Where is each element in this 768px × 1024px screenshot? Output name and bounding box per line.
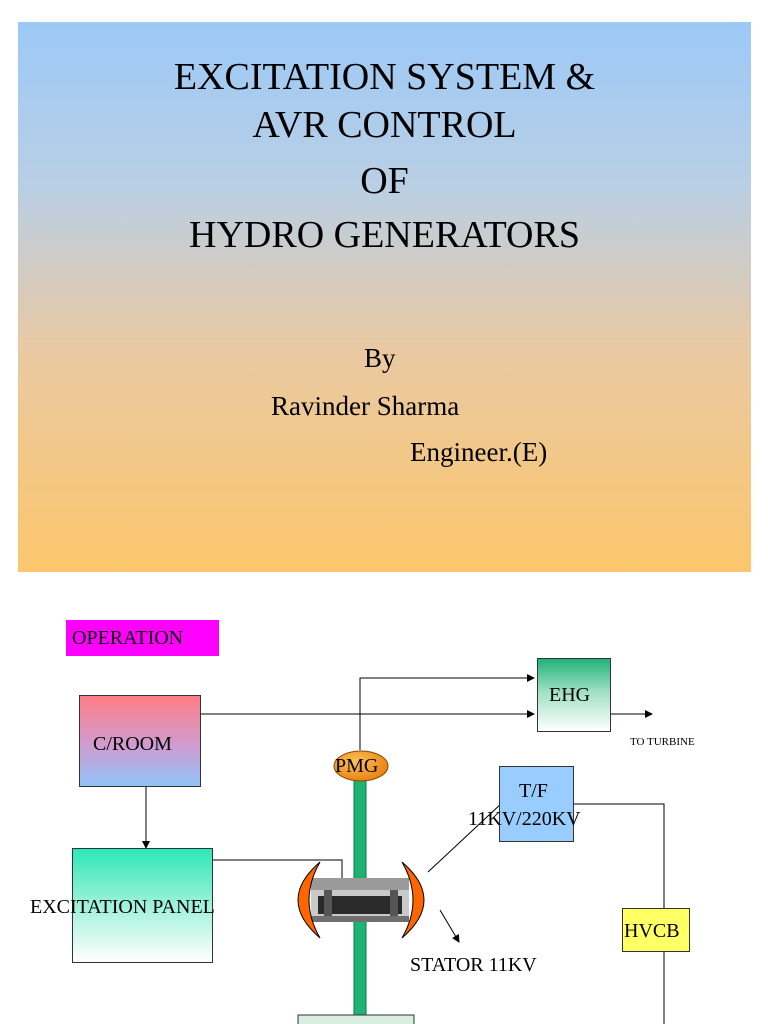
stator-label: STATOR 11KV <box>410 954 537 976</box>
operation-label: OPERATION <box>72 627 184 649</box>
stator-pointer-line <box>439 909 460 943</box>
excitation-panel-label: EXCITATION PANEL <box>30 896 215 918</box>
title-line-3: OF <box>360 160 409 202</box>
ehg-box: EHG <box>537 658 611 732</box>
pmg-to-ehg-line <box>359 674 535 750</box>
operation-diagram-slide: OPERATION C/ROOM EHG TO TURBINE PMG T/F … <box>0 590 768 1024</box>
connection-lines <box>142 674 665 1024</box>
title-line-4: HYDRO GENERATORS <box>189 214 580 256</box>
pmg-ellipse <box>333 750 389 782</box>
stator-left-arc <box>297 861 321 939</box>
transformer-rating-label: 11KV/220KV <box>468 808 581 830</box>
to-turbine-label: TO TURBINE <box>630 736 695 748</box>
by-label: By <box>364 343 396 373</box>
control-room-box: C/ROOM <box>79 695 201 787</box>
control-room-label: C/ROOM <box>93 733 172 755</box>
operation-label-box: OPERATION <box>66 620 219 656</box>
rotor-image <box>311 878 409 922</box>
bottom-exciter-box <box>297 1014 415 1024</box>
stator-to-tf-line <box>427 801 504 873</box>
title-slide: EXCITATION SYSTEM & AVR CONTROL OF HYDRO… <box>18 22 751 572</box>
excitation-to-rotor-line <box>213 859 343 884</box>
tf-to-hvcb-line <box>574 803 665 908</box>
stator-right-arc <box>401 861 425 939</box>
author-designation: Engineer.(E) <box>410 437 548 467</box>
hvcb-label: HVCB <box>624 920 680 942</box>
author-name: Ravinder Sharma <box>271 391 460 421</box>
title-line-2: AVR CONTROL <box>252 104 517 146</box>
transformer-box <box>499 766 574 842</box>
ehg-label: EHG <box>549 684 591 706</box>
pmg-label: PMG <box>335 755 379 777</box>
hvcb-box: HVCB <box>622 908 690 952</box>
transformer-label: T/F <box>519 780 548 802</box>
title-line-1: EXCITATION SYSTEM & <box>173 56 596 98</box>
excitation-panel-box <box>72 848 213 963</box>
